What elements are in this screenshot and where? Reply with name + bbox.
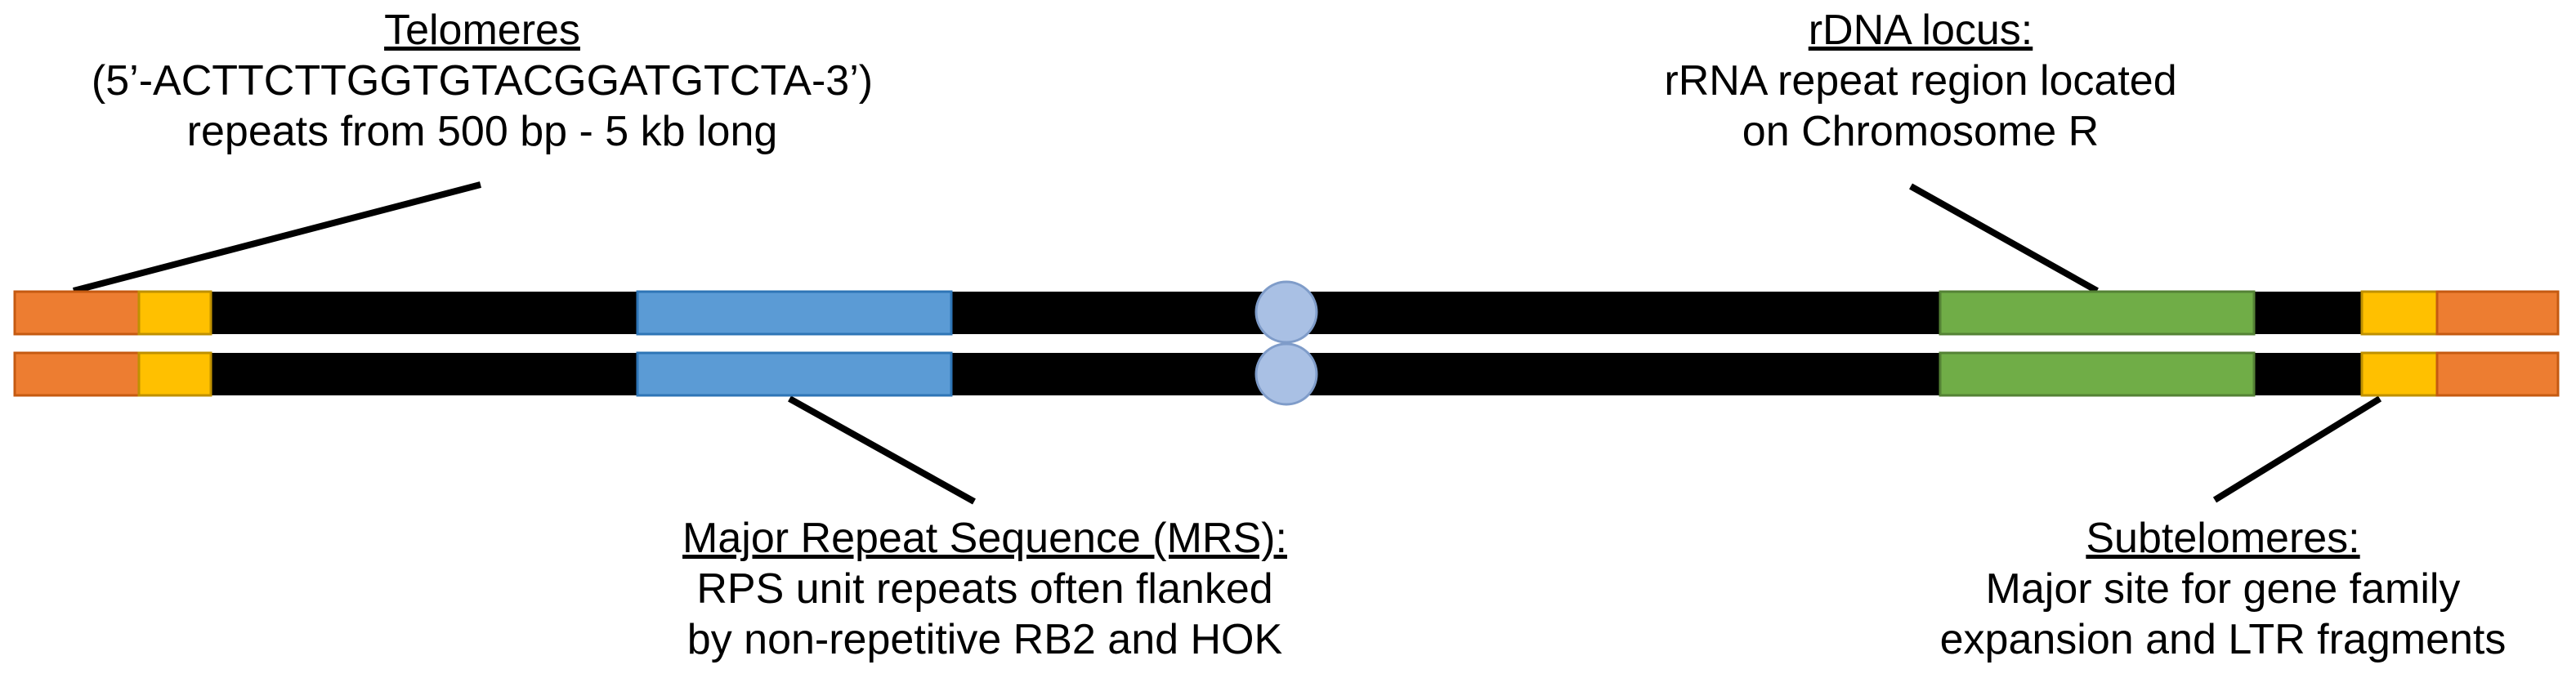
telomere-left-top (13, 290, 141, 336)
telomeres-label: Telomeres (5’-ACTTCTTGGTGTACGGATGTCTA-3’… (0, 5, 964, 157)
mrs-block-top (636, 290, 953, 336)
mrs-line2: by non-repetitive RB2 and HOK (686, 616, 1283, 663)
rdna-line2: on Chromosome R (1742, 108, 2100, 155)
centromere-bottom (1254, 342, 1318, 406)
mrs-title: Major Repeat Sequence (MRS): (682, 515, 1287, 562)
rdna-title: rDNA locus: (1808, 7, 2033, 54)
telomeres-leader-line (72, 181, 482, 294)
telomeres-title: Telomeres (384, 7, 580, 54)
mrs-line1: RPS unit repeats often flanked (696, 565, 1273, 613)
telomere-right-bottom (2435, 351, 2560, 397)
telomeres-sequence: (5’-ACTTCTTGGTGTACGGATGTCTA-3’) (91, 57, 874, 105)
subtelomeres-line1: Major site for gene family (1985, 565, 2461, 613)
telomeres-length: repeats from 500 bp - 5 kb long (186, 108, 778, 155)
subtelomeres-title: Subtelomeres: (2086, 515, 2360, 562)
subtelomere-right-top (2360, 290, 2439, 336)
rdna-label: rDNA locus: rRNA repeat region located o… (1536, 5, 2305, 157)
mrs-label: Major Repeat Sequence (MRS): RPS unit re… (572, 513, 1398, 665)
subtelomeres-line2: expansion and LTR fragments (1939, 616, 2507, 663)
rdna-leader-line (1909, 183, 2099, 294)
telomere-left-bottom (13, 351, 141, 397)
mrs-leader-line (788, 395, 976, 505)
subtelomeres-leader-line (2212, 395, 2382, 503)
centromere-top (1254, 280, 1318, 344)
subtelomeres-label: Subtelomeres: Major site for gene family… (1880, 513, 2566, 665)
subtelomere-right-bottom (2360, 351, 2439, 397)
mrs-block-bottom (636, 351, 953, 397)
telomere-right-top (2435, 290, 2560, 336)
rdna-block-top (1939, 290, 2256, 336)
subtelomere-left-bottom (137, 351, 212, 397)
rdna-block-bottom (1939, 351, 2256, 397)
rdna-line1: rRNA repeat region located (1664, 57, 2177, 105)
subtelomere-left-top (137, 290, 212, 336)
